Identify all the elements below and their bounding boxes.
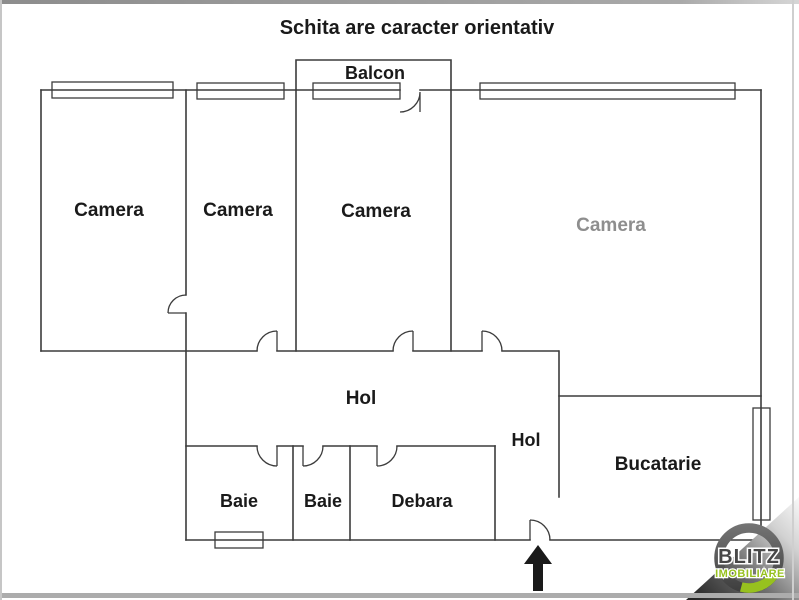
window-camera4 [479,82,736,100]
frame-left [0,0,2,600]
room-label-balcon: Balcon [345,63,405,83]
door-entrance [529,519,551,541]
logo-green-arc [739,572,778,593]
door-balcony [399,91,421,113]
room-label-hol1: Hol [346,388,377,409]
room-label-debara: Debara [391,491,453,511]
wall-balcony [295,59,452,91]
room-label-bucatarie: Bucatarie [615,454,702,475]
blitz-logo: BLITZ IMOBILIARE [686,497,799,600]
door-camera1 [167,294,187,314]
plan-title: Schita are caracter orientativ [280,17,555,39]
frame-right [792,0,794,600]
room-label-hol2: Hol [512,430,541,450]
room-labels: Camera Camera Camera Camera Balcon Hol H… [74,63,701,511]
frame-top [0,0,799,4]
window-camera3 [312,82,401,100]
window-bucatarie [752,407,771,521]
walls [40,59,762,541]
logo-brand-text: BLITZ [718,546,780,568]
door-camera4 [481,330,503,352]
room-label-camera4: Camera [576,215,646,236]
door-debara [376,445,398,467]
doors [167,91,551,541]
windows [51,81,771,549]
window-camera2 [196,82,285,100]
room-label-baie2: Baie [304,491,342,511]
room-label-baie1: Baie [220,491,258,511]
room-label-camera2: Camera [203,200,273,221]
window-camera1 [51,81,174,99]
window-baie1 [214,531,264,549]
door-baie2 [302,445,324,467]
logo-tagline-text: IMOBILIARE [715,568,785,580]
entrance-arrow-icon [524,545,552,591]
room-label-camera3: Camera [341,201,411,222]
door-baie1 [256,445,278,467]
door-camera3 [392,330,414,352]
frame-bottom [0,593,799,598]
door-camera2 [256,330,278,352]
room-label-camera1: Camera [74,200,144,221]
